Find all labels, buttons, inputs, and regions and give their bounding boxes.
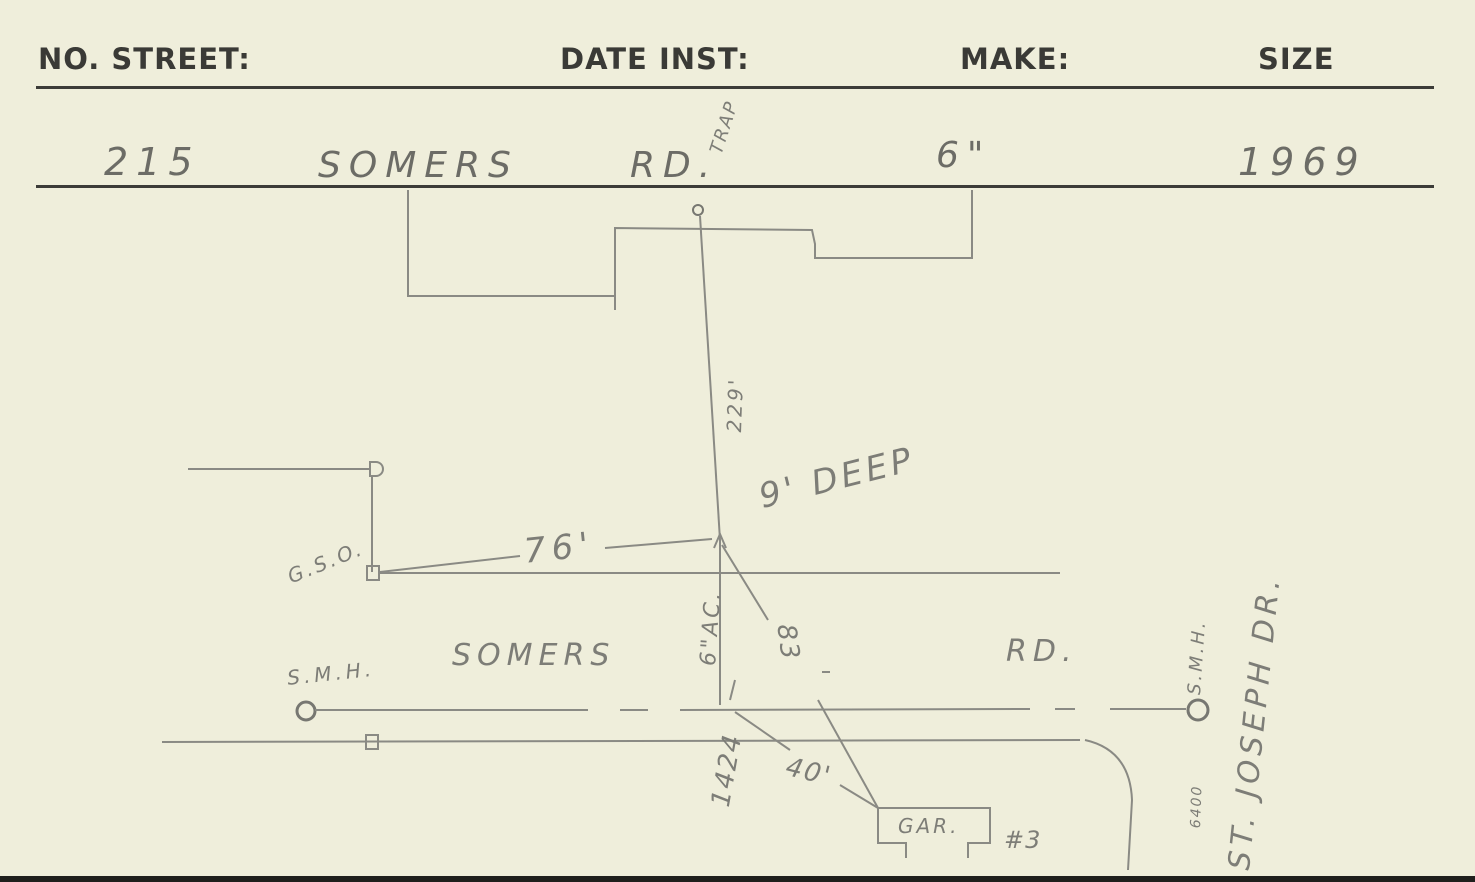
garage-outline <box>877 807 991 858</box>
label-dist-76: 76' <box>522 524 597 572</box>
smh-right-marker <box>1186 698 1210 722</box>
building-outline <box>407 190 973 297</box>
label-dist-229: 229' <box>722 376 748 433</box>
label-rd: RD. <box>1006 634 1078 669</box>
label-num-6400: 6400 <box>1188 784 1206 829</box>
label-gar: GAR. <box>898 814 960 838</box>
entry-rule <box>36 185 1434 188</box>
trap-marker <box>692 204 704 216</box>
label-no-street: NO. STREET: <box>38 42 251 76</box>
label-pipe-6ac: 6"AC. <box>696 588 727 667</box>
service-line <box>699 215 721 541</box>
entry-year: 1969 <box>1238 140 1367 184</box>
entry-size: 6" <box>936 135 992 176</box>
label-num-3: #3 <box>1004 826 1042 854</box>
entry-number: 215 <box>104 140 201 184</box>
label-somers: SOMERS <box>452 638 616 673</box>
entry-street: SOMERS <box>318 145 519 186</box>
header-rule <box>36 86 1434 89</box>
label-dist-83: 83 <box>770 622 806 663</box>
label-make: MAKE: <box>960 42 1071 76</box>
corner-curb <box>1084 739 1134 871</box>
label-date-inst: DATE INST: <box>560 42 750 76</box>
curb-line <box>161 739 1081 743</box>
entry-road: RD. <box>630 145 719 186</box>
smh-left-marker <box>295 700 317 722</box>
label-size: SIZE <box>1258 42 1335 76</box>
